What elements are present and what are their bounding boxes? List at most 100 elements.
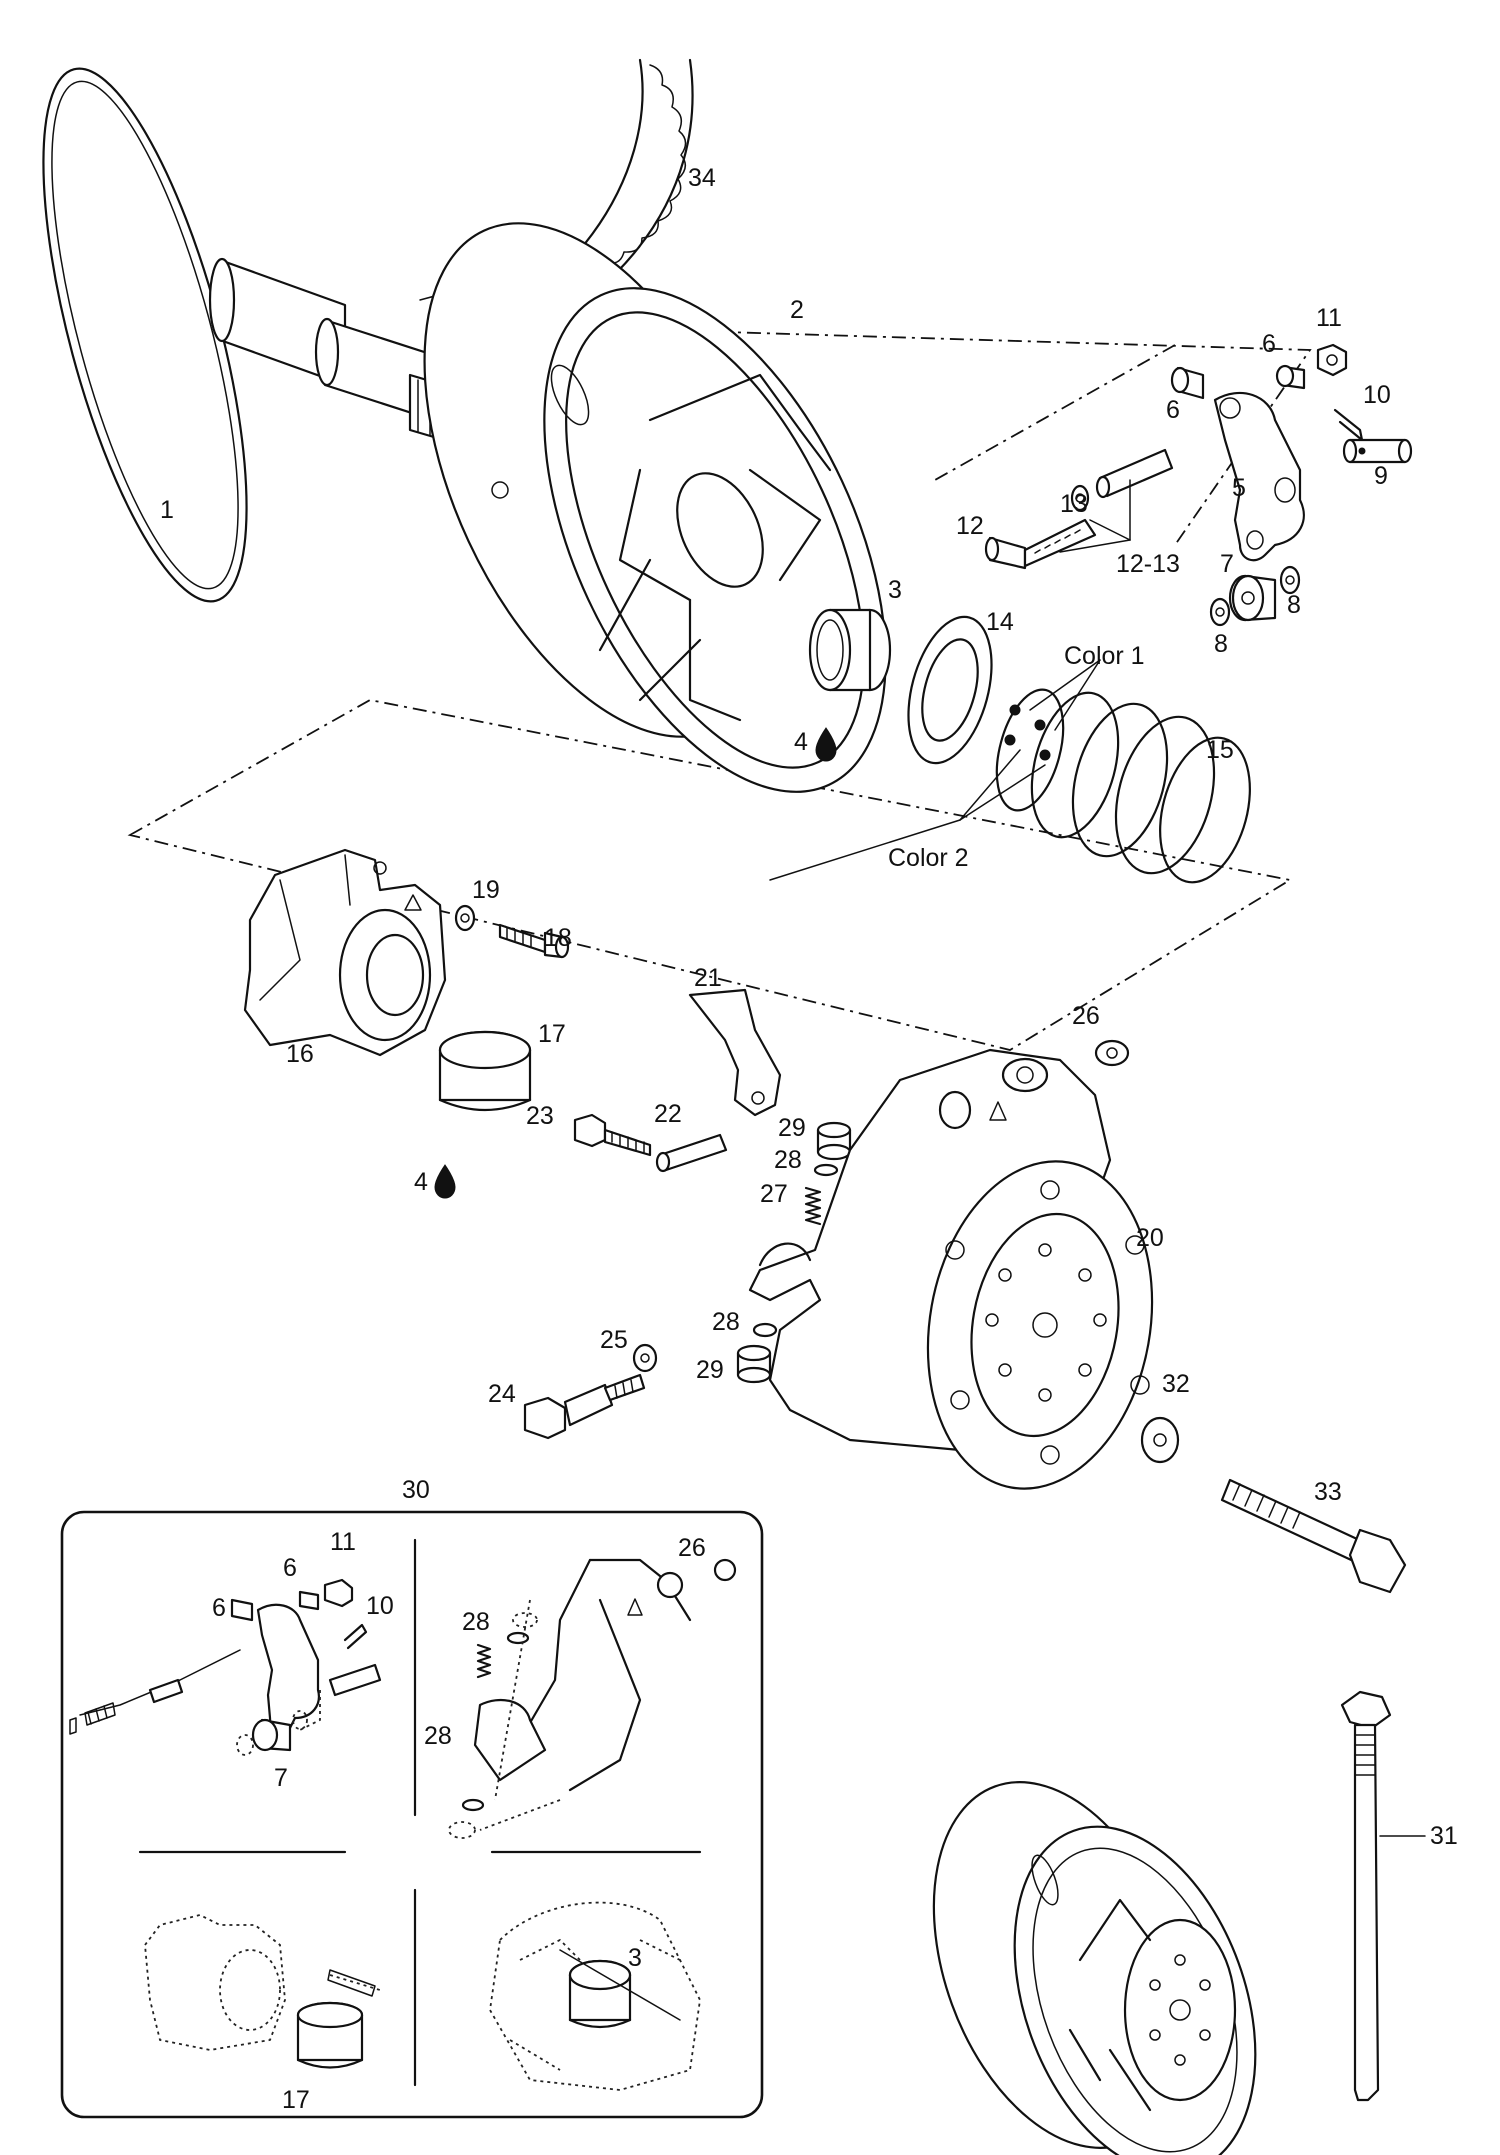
part-12-bolt bbox=[984, 518, 1097, 570]
label-color-1: Color 1 bbox=[1064, 642, 1145, 670]
callout-29-lower: 29 bbox=[696, 1356, 724, 1384]
part-32-washer bbox=[1140, 1416, 1180, 1464]
callout-24: 24 bbox=[488, 1380, 516, 1408]
part-13-sleeve bbox=[1095, 448, 1174, 499]
part-6-bushing-top bbox=[1275, 364, 1306, 390]
callout-19: 19 bbox=[472, 876, 500, 904]
part-28-oring-lower bbox=[752, 1322, 778, 1338]
callout-25: 25 bbox=[600, 1326, 628, 1354]
callout-26: 26 bbox=[1072, 1002, 1100, 1030]
callout-27: 27 bbox=[760, 1180, 788, 1208]
part-15-spring bbox=[959, 659, 1251, 884]
part-29-cap-upper bbox=[816, 1121, 852, 1161]
part-28-oring-upper bbox=[813, 1163, 839, 1177]
callout-14: 14 bbox=[986, 608, 1014, 636]
callout-33: 33 bbox=[1314, 1478, 1342, 1506]
leader-12-13-b bbox=[1089, 519, 1131, 541]
callout-10: 10 bbox=[1363, 381, 1391, 409]
part-29-cap-lower bbox=[736, 1344, 772, 1384]
callout-30: 30 bbox=[402, 1476, 430, 1504]
part-8-washer-left bbox=[1209, 597, 1231, 627]
callout-28-lower: 28 bbox=[712, 1308, 740, 1336]
part-17-bushing bbox=[438, 1030, 532, 1112]
part-31-puller-bolt bbox=[1340, 1690, 1426, 2102]
callout-34: 34 bbox=[688, 164, 716, 192]
inset-callout-7: 7 bbox=[274, 1764, 288, 1792]
part-6-bushing-upper bbox=[1170, 366, 1205, 400]
part-5-lever-arm bbox=[1213, 391, 1305, 562]
callout-1: 1 bbox=[160, 496, 174, 524]
callout-5: 5 bbox=[1232, 474, 1246, 502]
callout-22: 22 bbox=[654, 1100, 682, 1128]
callout-15: 15 bbox=[1206, 736, 1234, 764]
part-20-housing bbox=[748, 1048, 1154, 1490]
part-27-spring bbox=[804, 1186, 822, 1226]
callout-6-top: 6 bbox=[1262, 330, 1276, 358]
callout-20: 20 bbox=[1136, 1224, 1164, 1252]
callout-2: 2 bbox=[790, 296, 804, 324]
inset-callout-11: 11 bbox=[330, 1528, 356, 1556]
assembly-outline-middle bbox=[127, 699, 1293, 1051]
part-11-nut bbox=[1316, 343, 1348, 377]
part-23-bolt bbox=[573, 1113, 652, 1157]
part-33-bolt bbox=[1220, 1478, 1407, 1594]
part-19-washer bbox=[454, 904, 476, 932]
callout-17: 17 bbox=[538, 1020, 566, 1048]
callout-3: 3 bbox=[888, 576, 902, 604]
callout-16: 16 bbox=[286, 1040, 314, 1068]
leader-color-2 bbox=[769, 819, 961, 881]
oil-drop-icon bbox=[815, 727, 837, 762]
part-21-flyweight bbox=[688, 988, 782, 1117]
part-22-pin bbox=[655, 1133, 728, 1173]
callout-31: 31 bbox=[1430, 1822, 1458, 1850]
oil-drop-icon bbox=[434, 1164, 456, 1199]
leader-12-13-a bbox=[1059, 539, 1131, 553]
inset-callout-28-upper: 28 bbox=[462, 1608, 490, 1636]
callout-8-right: 8 bbox=[1287, 591, 1301, 619]
inset-panel-30 bbox=[60, 1510, 764, 2119]
inset-callout-6-top: 6 bbox=[283, 1554, 297, 1582]
callout-12-13: 12-13 bbox=[1116, 550, 1180, 578]
part-14-washer bbox=[907, 615, 993, 765]
inset-callout-3: 3 bbox=[628, 1944, 642, 1972]
label-color-2: Color 2 bbox=[888, 844, 969, 872]
inset-callout-26: 26 bbox=[678, 1534, 706, 1562]
part-13-washer bbox=[1070, 484, 1090, 512]
callout-29-upper: 29 bbox=[778, 1114, 806, 1142]
callout-21: 21 bbox=[694, 964, 722, 992]
callout-18: 18 bbox=[544, 924, 572, 952]
callout-6-mid: 6 bbox=[1166, 396, 1180, 424]
inset-spider-detail bbox=[144, 1914, 381, 2069]
part-26-nut bbox=[1094, 1039, 1130, 1067]
callout-13: 13 bbox=[1060, 490, 1088, 518]
callout-4-top: 4 bbox=[794, 728, 808, 756]
part-9-pin bbox=[1342, 438, 1413, 464]
callout-12: 12 bbox=[956, 512, 984, 540]
assembly-outline-top bbox=[659, 329, 1312, 546]
callout-4-bottom: 4 bbox=[414, 1168, 428, 1196]
part-7-roller bbox=[1228, 574, 1277, 622]
inset-lever-assembly bbox=[69, 1578, 382, 1756]
inset-callout-28-lower: 28 bbox=[424, 1722, 452, 1750]
callout-11: 11 bbox=[1316, 304, 1342, 332]
part-25-washer bbox=[632, 1343, 658, 1373]
part-3-bushing bbox=[808, 608, 892, 692]
callout-8-left: 8 bbox=[1214, 630, 1228, 658]
part-2-movable-sheave bbox=[423, 222, 887, 793]
part-18-screw bbox=[498, 923, 570, 959]
callout-23: 23 bbox=[526, 1102, 554, 1130]
callout-7: 7 bbox=[1220, 550, 1234, 578]
callout-28-upper: 28 bbox=[774, 1146, 802, 1174]
inset-callout-6-left: 6 bbox=[212, 1594, 226, 1622]
inset-callout-17: 17 bbox=[282, 2086, 310, 2114]
assembled-clutch-view bbox=[932, 1781, 1257, 2155]
part-8-washer-right bbox=[1279, 565, 1301, 595]
part-24-shoulder-bolt bbox=[523, 1373, 646, 1440]
callout-32: 32 bbox=[1162, 1370, 1190, 1398]
inset-callout-10: 10 bbox=[366, 1592, 394, 1620]
part-10-cotter-pin bbox=[1333, 408, 1364, 442]
callout-9: 9 bbox=[1374, 462, 1388, 490]
inset-housing-detail bbox=[448, 1558, 737, 1839]
